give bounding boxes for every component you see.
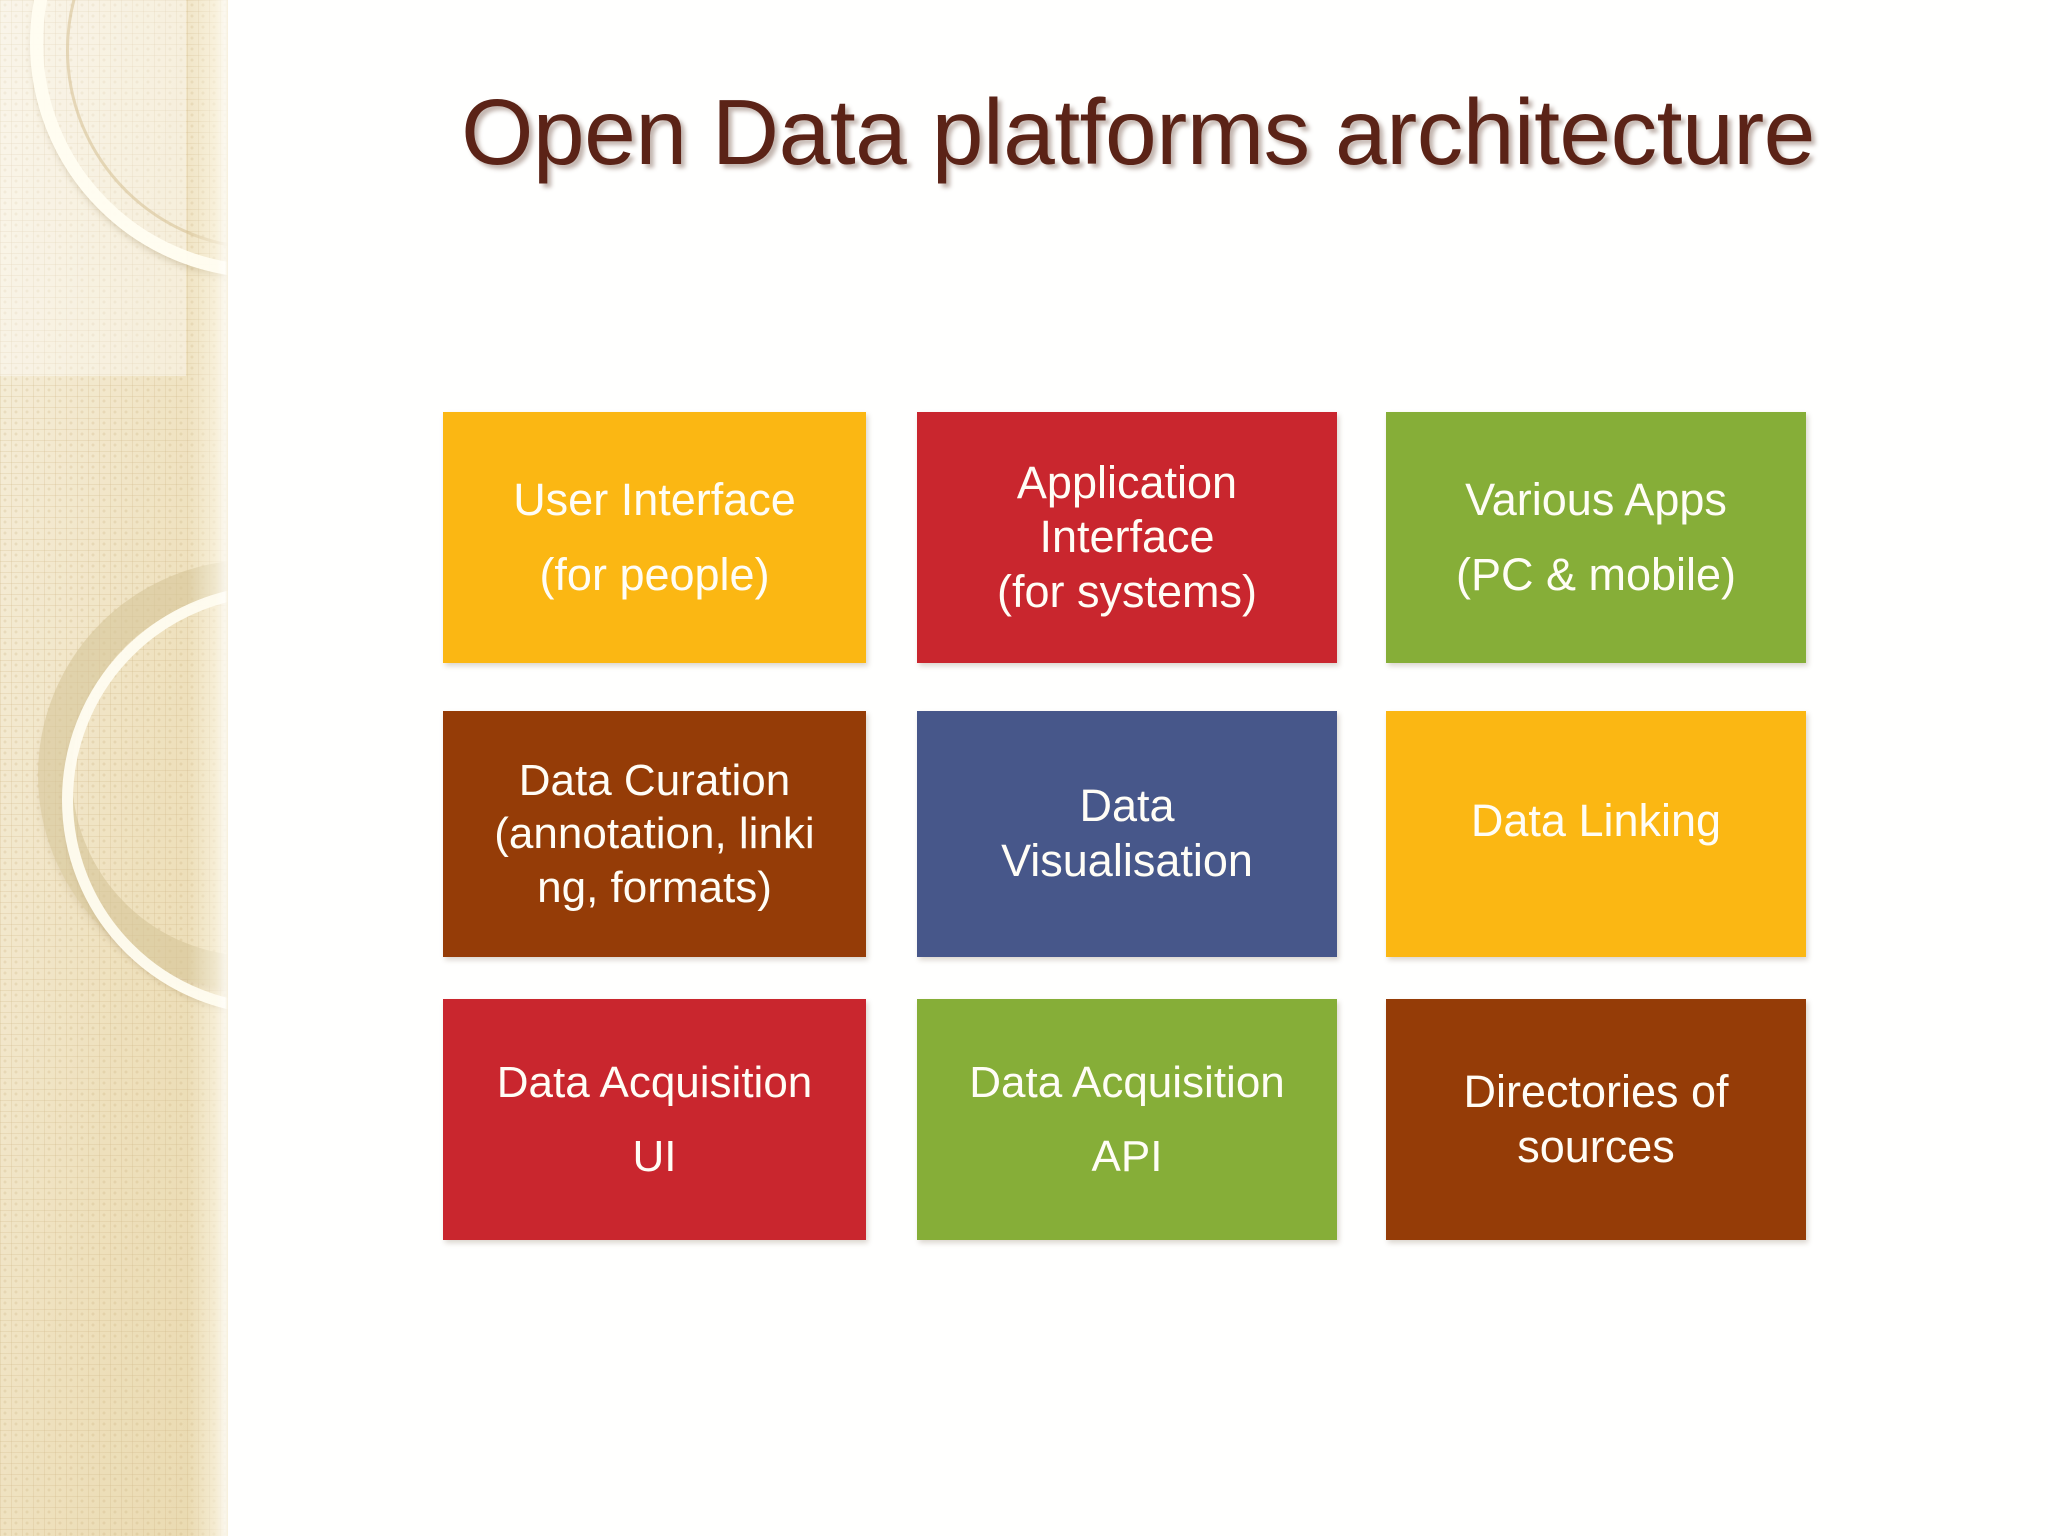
box-line: Application	[1016, 456, 1238, 508]
diagram-box-application-interface[interactable]: Application Interface (for systems)	[917, 412, 1337, 663]
box-line: Data Acquisition	[496, 1057, 813, 1107]
diagram-box-data-visualisation[interactable]: Data Visualisation	[917, 711, 1337, 957]
box-line: (for systems)	[996, 565, 1257, 617]
box-line: Visualisation	[1001, 835, 1253, 886]
box-line: Various Apps	[1465, 473, 1727, 525]
box-line: Directories of	[1463, 1065, 1729, 1117]
sidebar-right-wash	[188, 0, 228, 1536]
box-line: User Interface	[513, 473, 796, 525]
box-line: UI	[632, 1131, 677, 1181]
box-line: Interface	[1039, 511, 1215, 563]
box-line: ng, formats)	[537, 862, 772, 912]
box-line: Data Curation	[518, 755, 791, 805]
box-line: API	[1091, 1131, 1163, 1181]
diagram-box-data-linking[interactable]: Data Linking	[1386, 711, 1806, 957]
box-line: (annotation, linki	[494, 809, 815, 859]
box-line: (PC & mobile)	[1455, 548, 1737, 600]
sidebar-edge	[225, 0, 228, 1536]
decorative-sidebar	[0, 0, 228, 1536]
diagram-box-data-acquisition-ui[interactable]: Data Acquisition UI	[443, 999, 866, 1240]
box-line: Data Acquisition	[969, 1057, 1285, 1107]
page-title: Open Data platforms architecture	[461, 80, 1815, 184]
diagram-box-various-apps[interactable]: Various Apps (PC & mobile)	[1386, 412, 1806, 663]
diagram-box-directories-of-sources[interactable]: Directories of sources	[1386, 999, 1806, 1240]
diagram-box-user-interface[interactable]: User Interface (for people)	[443, 412, 866, 663]
box-line: sources	[1517, 1120, 1675, 1172]
box-line: Data	[1079, 780, 1175, 832]
diagram-box-data-curation[interactable]: Data Curation (annotation, linki ng, for…	[443, 711, 866, 957]
box-line: Data Linking	[1470, 795, 1722, 846]
diagram-box-data-acquisition-api[interactable]: Data Acquisition API	[917, 999, 1337, 1240]
box-line: (for people)	[539, 548, 770, 600]
